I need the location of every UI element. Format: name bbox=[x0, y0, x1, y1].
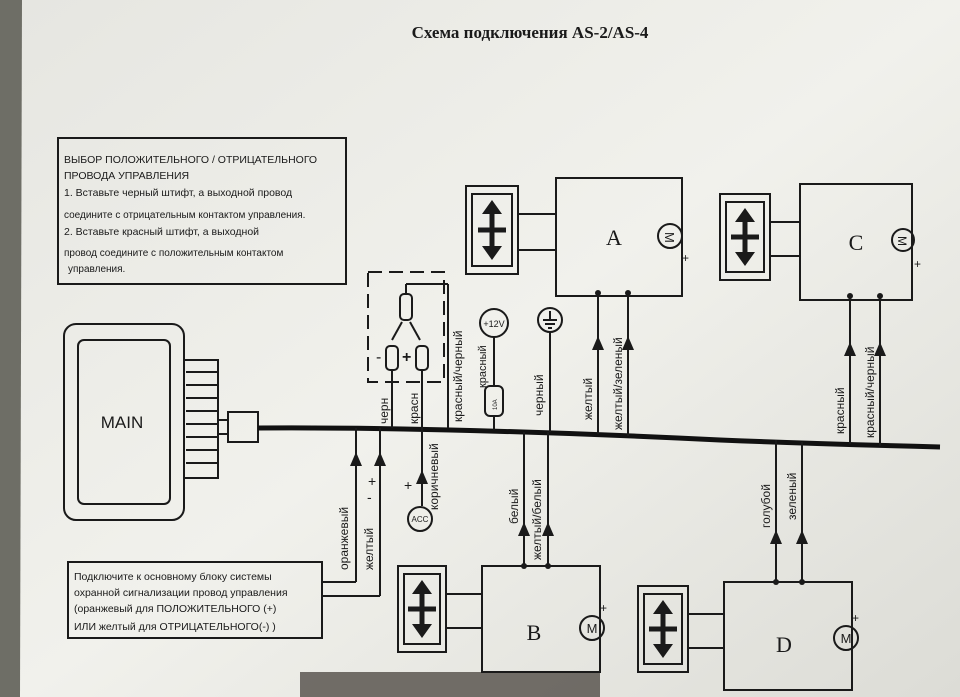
motor-d-plus: + bbox=[852, 611, 859, 625]
main-unit-label: MAIN bbox=[101, 413, 144, 432]
motor-b-label: M bbox=[587, 621, 598, 636]
acc-label: ACC bbox=[412, 515, 429, 524]
pin-selector: - + bbox=[367, 271, 448, 430]
hand-shadow bbox=[300, 672, 600, 697]
note-top-line-6: провод соедините с положительным контакт… bbox=[64, 248, 283, 259]
paper-sheet bbox=[20, 0, 960, 697]
actuator-d-label: D bbox=[776, 632, 792, 657]
motor-d-label: M bbox=[841, 631, 852, 646]
motor-b-plus: + bbox=[600, 601, 607, 615]
wire-label-brown: коричневый bbox=[427, 443, 441, 510]
wire-label-red-black: красный/черный bbox=[451, 331, 465, 422]
wire-label-black: черный bbox=[532, 374, 546, 416]
main-unit: MAIN bbox=[63, 323, 259, 521]
motor-b bbox=[579, 615, 605, 641]
motor-a bbox=[657, 223, 683, 249]
note-top-line-1: ВЫБОР ПОЛОЖИТЕЛЬНОГО / ОТРИЦАТЕЛЬНОГО bbox=[64, 154, 317, 166]
wire-label-yellow: желтый bbox=[362, 528, 376, 570]
wire-label-orange: оранжевый bbox=[337, 507, 351, 570]
wire-label-red-c: красный bbox=[833, 387, 847, 434]
wire-label-yellow-green: желтый/зеленый bbox=[611, 337, 625, 430]
note-top-line-7: управления. bbox=[68, 264, 125, 275]
main-harness bbox=[257, 425, 941, 450]
note-top-line-4: соедините с отрицательным контактом упра… bbox=[64, 210, 305, 221]
motor-a-plus: + bbox=[682, 251, 689, 265]
acc-terminal bbox=[407, 506, 433, 532]
wire-sign-plus-orange: + bbox=[368, 473, 376, 489]
diagram-title: Схема подключения AS-2/AS-4 bbox=[412, 23, 649, 42]
wire-label-yellow-a: желтый bbox=[581, 378, 595, 420]
motor-c bbox=[891, 228, 915, 252]
motor-a-label: M bbox=[662, 232, 677, 243]
wire-label-white: белый bbox=[507, 489, 521, 524]
wire-label-red-short: красн bbox=[407, 393, 421, 424]
power-12v-label: +12V bbox=[483, 319, 504, 329]
acc-plus-sign: + bbox=[404, 477, 412, 493]
switch-c bbox=[719, 193, 771, 281]
switch-b bbox=[397, 565, 447, 653]
note-bottom-line-4: ИЛИ желтый для ОТРИЦАТЕЛЬНОГО(-) ) bbox=[74, 621, 276, 633]
note-top-line-3: 1. Вставьте черный штифт, а выходной про… bbox=[64, 187, 292, 199]
pin-plus-sign: + bbox=[402, 349, 411, 366]
motor-c-label: M bbox=[895, 236, 909, 246]
actuator-c: C M + bbox=[719, 183, 921, 446]
motor-d bbox=[833, 625, 859, 651]
switch-a bbox=[465, 185, 519, 275]
note-bottom-line-1: Подключите к основному блоку системы bbox=[74, 571, 272, 583]
wire-sign-minus-yellow: - bbox=[367, 489, 372, 505]
wire-label-blue: голубой bbox=[759, 484, 773, 528]
actuator-a: A M + bbox=[465, 177, 689, 436]
actuator-a-label: A bbox=[606, 225, 622, 250]
actuator-b: B M + bbox=[397, 432, 607, 673]
actuator-c-label: C bbox=[849, 230, 864, 255]
wire-label-green: зеленый bbox=[785, 473, 799, 520]
wire-label-white-black: желтый/белый bbox=[530, 479, 544, 560]
switch-d bbox=[637, 585, 689, 673]
note-bottom: Подключите к основному блоку системы охр… bbox=[67, 561, 323, 639]
ground bbox=[537, 307, 563, 432]
note-bottom-line-2: охранной сигнализации провод управления bbox=[74, 587, 288, 599]
power-12v: +12V 10A bbox=[479, 308, 509, 430]
note-top: ВЫБОР ПОЛОЖИТЕЛЬНОГО / ОТРИЦАТЕЛЬНОГО ПР… bbox=[57, 137, 347, 285]
pin-minus-sign: - bbox=[376, 349, 381, 366]
actuator-b-label: B bbox=[527, 620, 542, 645]
actuator-d: D M + bbox=[637, 440, 859, 691]
note-top-line-2: ПРОВОДА УПРАВЛЕНИЯ bbox=[64, 170, 189, 182]
wire-label-red: красный bbox=[477, 345, 489, 388]
wire-label-black-short: черн bbox=[377, 398, 391, 424]
motor-c-plus: + bbox=[914, 257, 921, 271]
note-bottom-line-3: (оранжевый для ПОЛОЖИТЕЛЬНОГО (+) bbox=[74, 603, 276, 615]
wire-label-red-black-c: красный/черный bbox=[863, 347, 877, 438]
note-top-line-5: 2. Вставьте красный штифт, а выходной bbox=[64, 226, 259, 238]
fuse-label: 10A bbox=[493, 399, 499, 410]
